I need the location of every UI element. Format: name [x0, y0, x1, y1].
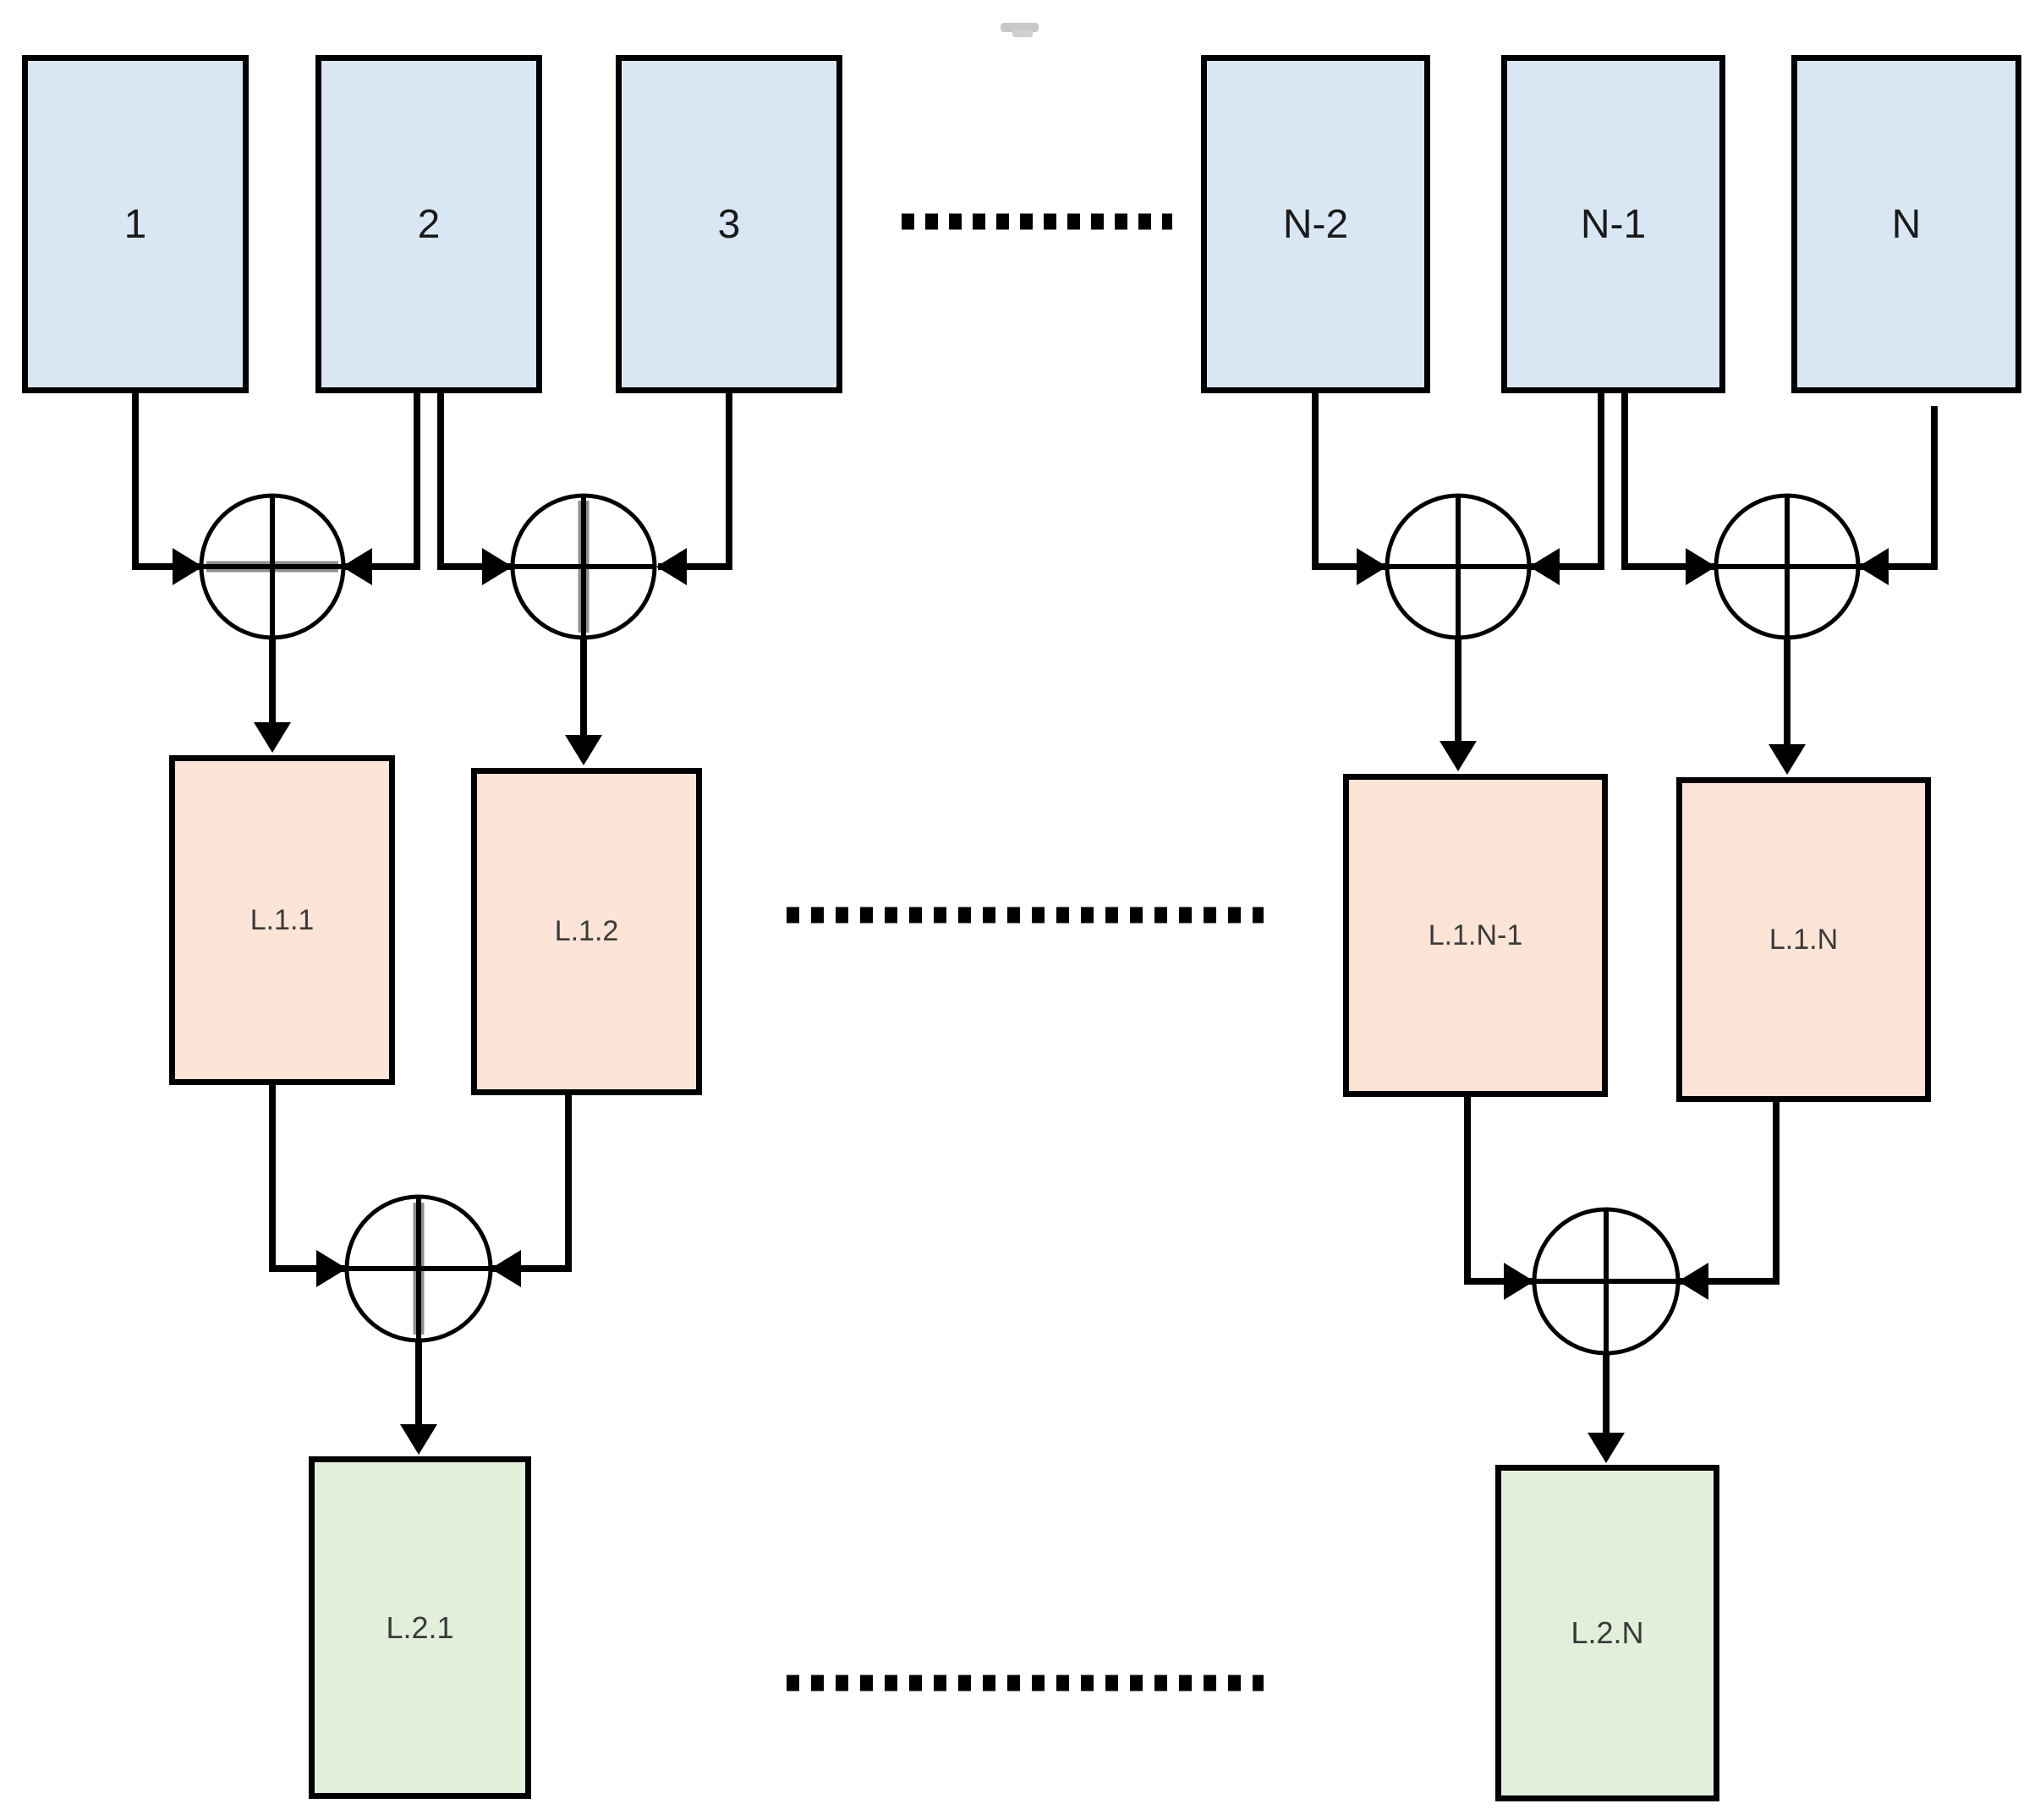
input-block-1: 1: [22, 55, 249, 393]
connector-line: [1312, 391, 1385, 570]
input-block-N-2: N-2: [1201, 55, 1430, 393]
level1-block-L1N-1: L.1.N-1: [1343, 774, 1608, 1097]
level1-block-L1N-label: L.1.N: [1769, 923, 1839, 956]
arrowhead-right-icon: [173, 548, 203, 585]
edge-xor3-to-L1N-1: [1440, 638, 1477, 771]
edge-L11-to-xor5: [269, 1085, 347, 1287]
xor-cross: [513, 496, 655, 638]
edge-block1-to-xor1: [132, 391, 203, 585]
input-block-N-2-label: N-2: [1282, 201, 1349, 247]
connector-line: [1531, 391, 1604, 570]
level1-block-L11: L.1.1: [169, 755, 395, 1085]
edge-blockN-1-to-xor3: [1529, 391, 1604, 585]
edge-L1N-to-xor6: [1678, 1102, 1780, 1300]
edge-blockN-1-to-xor4: [1621, 391, 1716, 585]
arrowhead-down-icon: [1440, 741, 1477, 771]
connector-line: [269, 1085, 345, 1272]
arrowhead-left-icon: [491, 1250, 521, 1287]
level1-block-L1N-1-label: L.1.N-1: [1428, 918, 1523, 951]
arrowhead-down-icon: [565, 735, 602, 765]
arrowhead-right-icon: [482, 548, 513, 585]
connector-line: [1680, 1102, 1780, 1285]
xor-cross: [1534, 1209, 1678, 1353]
arrowhead-down-icon: [1769, 744, 1806, 775]
connector-line: [1621, 391, 1714, 570]
edge-blockN-to-xor4: [1858, 406, 1938, 585]
arrowhead-down-icon: [1588, 1433, 1625, 1463]
edge-L12-to-xor5: [491, 1095, 572, 1287]
edge-xor5-to-L21: [400, 1340, 437, 1455]
xor-cross: [347, 1197, 491, 1340]
arrowhead-right-icon: [1504, 1263, 1534, 1300]
arrowhead-left-icon: [1529, 548, 1560, 585]
arrowhead-left-icon: [656, 548, 687, 585]
input-block-N-label: N: [1891, 201, 1922, 247]
level1-block-L12: L.1.2: [471, 768, 702, 1095]
gray-smudge-artifact: [1012, 30, 1033, 37]
arrowhead-down-icon: [400, 1424, 437, 1455]
edge-block2-to-xor2: [437, 391, 513, 585]
edge-xor1-to-L11: [254, 638, 291, 753]
xor-cross: [1387, 496, 1529, 638]
arrowhead-left-icon: [342, 548, 372, 585]
xor-node-1: [199, 493, 346, 640]
connector-line: [658, 391, 732, 570]
xor-node-2: [510, 493, 657, 640]
xor-node-4: [1714, 493, 1861, 640]
input-block-1-label: 1: [123, 201, 147, 247]
connector-line: [437, 391, 511, 570]
arrowhead-left-icon: [1678, 1263, 1708, 1300]
xor-cross: [1716, 496, 1858, 638]
edge-xor6-to-L2N: [1588, 1353, 1625, 1463]
edge-L1N-1-to-xor6: [1464, 1097, 1534, 1300]
edge-block3-to-xor2: [656, 391, 732, 585]
connector-line: [1464, 1097, 1533, 1285]
connector-line: [342, 391, 420, 570]
xor-node-6: [1532, 1207, 1681, 1356]
input-block-N: N: [1791, 55, 2021, 393]
level1-block-L12-label: L.1.2: [554, 915, 619, 947]
level2-block-L21-label: L.2.1: [386, 1609, 454, 1645]
level2-block-L21: L.2.1: [309, 1456, 531, 1799]
input-block-2: 2: [315, 55, 542, 393]
input-block-2-label: 2: [417, 201, 441, 247]
xor-node-3: [1385, 493, 1532, 640]
gray-smudge-artifact: [1001, 23, 1039, 37]
level1-block-L11-label: L.1.1: [250, 903, 315, 936]
input-block-3-label: 3: [717, 201, 741, 247]
arrowhead-right-icon: [1686, 548, 1716, 585]
input-block-N-1-label: N-1: [1580, 201, 1647, 247]
level2-block-L2N-label: L.2.N: [1571, 1615, 1644, 1650]
connector-line: [1860, 406, 1938, 570]
edge-block2-to-xor1: [342, 391, 420, 585]
arrowhead-down-icon: [254, 722, 291, 753]
connector-line: [492, 1095, 572, 1272]
connector-line: [132, 391, 201, 570]
edge-xor2-to-L12: [565, 638, 602, 765]
input-block-N-1: N-1: [1501, 55, 1725, 393]
arrowhead-left-icon: [1858, 548, 1889, 585]
xor-cross: [201, 496, 343, 638]
xor-node-5: [344, 1194, 493, 1343]
arrowhead-right-icon: [1357, 548, 1387, 585]
edge-blockN-2-to-xor3: [1312, 391, 1387, 585]
edge-xor4-to-L1N: [1769, 638, 1806, 775]
level1-block-L1N: L.1.N: [1676, 777, 1931, 1102]
level2-block-L2N: L.2.N: [1495, 1465, 1719, 1801]
arrowhead-right-icon: [316, 1250, 347, 1287]
input-block-3: 3: [616, 55, 842, 393]
